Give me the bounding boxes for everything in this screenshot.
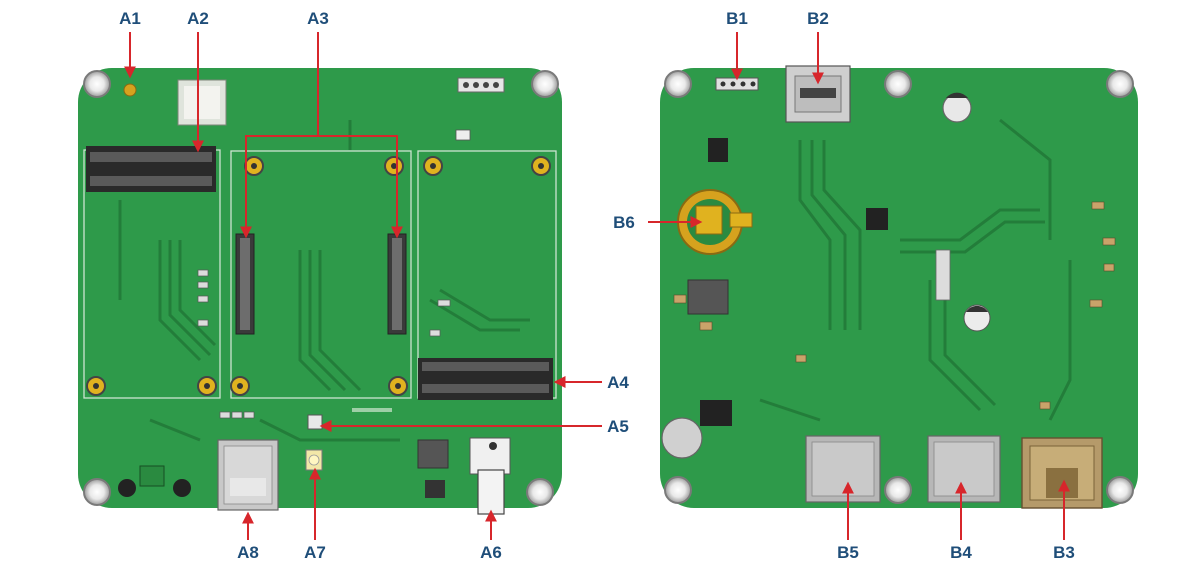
label-b5: B5 [837, 543, 859, 562]
label-b3: B3 [1053, 543, 1075, 562]
label-a8: A8 [237, 543, 259, 562]
front-board [78, 68, 562, 515]
label-b4: B4 [950, 543, 972, 562]
mount-hole [664, 476, 692, 504]
mount-hole [83, 70, 111, 98]
label-a4: A4 [607, 373, 629, 392]
mount-hole [83, 478, 111, 506]
label-a2: A2 [187, 9, 209, 28]
mount-hole [884, 70, 912, 98]
label-b6: B6 [613, 213, 635, 232]
mount-hole [664, 70, 692, 98]
mount-hole [1106, 70, 1134, 98]
label-a1: A1 [119, 9, 141, 28]
label-a7: A7 [304, 543, 326, 562]
mount-hole [1106, 476, 1134, 504]
back-board [660, 65, 1138, 509]
mount-hole [531, 70, 559, 98]
label-a6: A6 [480, 543, 502, 562]
mount-hole [526, 478, 554, 506]
callout-lines [124, 32, 1070, 540]
label-b2: B2 [807, 9, 829, 28]
label-a3: A3 [307, 9, 329, 28]
mount-hole [884, 476, 912, 504]
label-b1: B1 [726, 9, 748, 28]
label-a5: A5 [607, 417, 629, 436]
